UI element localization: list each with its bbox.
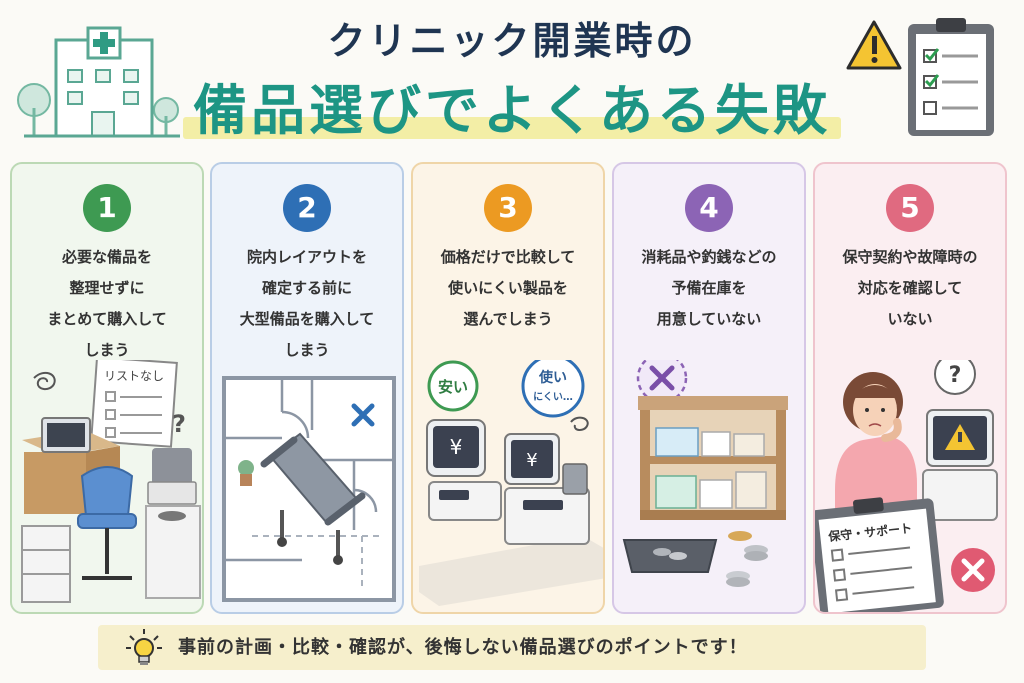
price-comparison-illustration: 安い 使い にくい… ¥ ¥ <box>419 360 603 606</box>
card-description: 必要な備品を 整理せずに まとめて購入して しまう <box>47 248 167 359</box>
failure-card-1: 1 必要な備品を 整理せずに まとめて購入して しまう リストなし ? <box>10 162 204 614</box>
svg-text:リストなし: リストなし <box>104 369 164 383</box>
maintenance-illustration: ? 保守・サポート <box>815 360 998 612</box>
card-description: 院内レイアウトを 確定する前に 大型備品を購入して しまう <box>239 248 375 359</box>
svg-text:¥: ¥ <box>526 450 537 471</box>
svg-text:?: ? <box>172 410 186 438</box>
unorganized-purchase-illustration: リストなし ? <box>21 360 201 603</box>
failure-card-4: 4 消耗品や釣銭などの 予備在庫を 用意していない <box>612 162 806 614</box>
card-number-badge: 3 <box>484 184 532 232</box>
hospital-icon <box>17 26 180 138</box>
svg-text:安い: 安い <box>438 378 468 396</box>
lightbulb-icon <box>126 629 162 665</box>
card-number-badge: 4 <box>685 184 733 232</box>
warning-checklist-icon <box>846 18 994 136</box>
tip-text: 事前の計画・比較・確認が、後悔しない備品選びのポイントです！ <box>178 637 748 658</box>
failure-card-5: 5 保守契約や故障時の 対応を確認して いない ? 保守・サポート <box>813 162 1007 614</box>
failure-card-2: 2 院内レイアウトを 確定する前に 大型備品を購入して しまう <box>210 162 404 614</box>
failure-card-3: 3 価格だけで比較して 使いにくい製品を 選んでしまう 安い 使い にくい… ¥… <box>411 162 605 614</box>
card-description: 消耗品や釣銭などの 予備在庫を 用意していない <box>641 248 777 328</box>
card-description: 価格だけで比較して 使いにくい製品を 選んでしまう <box>440 248 576 328</box>
card-description: 保守契約や故障時の 対応を確認して いない <box>842 248 978 328</box>
floor-plan-illustration <box>222 376 396 602</box>
page-title-line1: クリニック開業時の <box>327 19 697 63</box>
svg-text:にくい…: にくい… <box>533 391 573 403</box>
card-number-badge: 1 <box>83 184 131 232</box>
svg-text:¥: ¥ <box>450 435 463 459</box>
tip-banner: 事前の計画・比較・確認が、後悔しない備品選びのポイントです！ <box>98 625 926 670</box>
svg-text:使い: 使い <box>538 369 567 386</box>
page-title-line2: 備品選びでよくある失敗 <box>183 66 841 145</box>
stock-shelf-illustration <box>622 360 788 587</box>
card-number-badge: 5 <box>886 184 934 232</box>
svg-text:?: ? <box>949 363 962 388</box>
card-number-badge: 2 <box>283 184 331 232</box>
